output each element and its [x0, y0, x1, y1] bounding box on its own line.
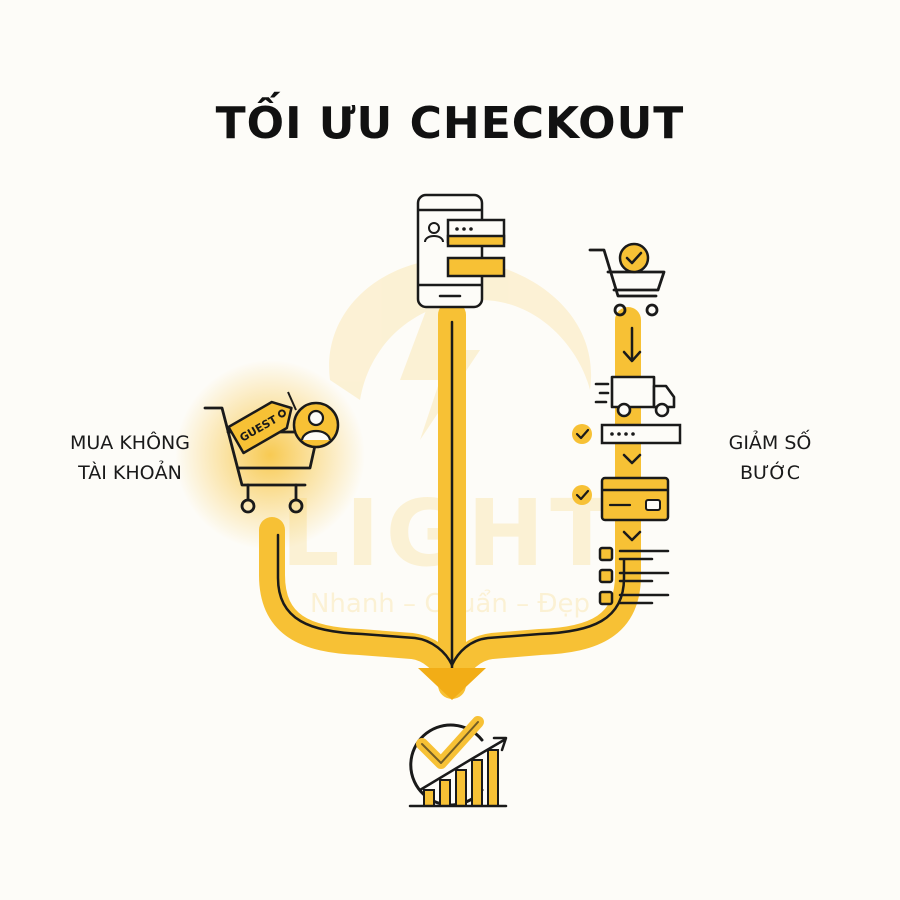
- watermark-logo-icon: [329, 258, 592, 400]
- flow-right-line: [450, 558, 626, 667]
- reduce-steps-label: GIẢM SỐ BƯỚC: [700, 428, 840, 488]
- arrow-down-icon: [622, 326, 642, 363]
- chevron-down-icon: [622, 453, 642, 465]
- flow-arrowhead: [418, 668, 486, 700]
- guest-checkout-label: MUA KHÔNG TÀI KHOẢN: [40, 428, 220, 488]
- guest-label-line2: TÀI KHOẢN: [78, 462, 182, 484]
- password-step-icon: [572, 423, 682, 445]
- payment-card-icon: [572, 476, 670, 522]
- guest-label-line1: MUA KHÔNG: [70, 432, 190, 454]
- page-title: TỐI ƯU CHECKOUT: [215, 98, 685, 149]
- user-avatar-icon: [292, 401, 340, 449]
- chevron-down-icon: [622, 530, 642, 542]
- guest-tag-icon: GUEST: [227, 391, 297, 455]
- cart-check-badge-icon: [618, 242, 650, 274]
- flow-paths: [259, 301, 641, 699]
- success-growth-icon: [408, 716, 508, 808]
- delivery-truck-icon: [594, 375, 676, 418]
- flow-right: [439, 307, 641, 693]
- mobile-form-icon: [416, 193, 506, 309]
- checklist-icon: [598, 546, 670, 606]
- flow-left-line: [276, 533, 454, 667]
- steps-label-line1: GIẢM SỐ: [728, 432, 812, 454]
- steps-label-line2: BƯỚC: [740, 462, 800, 484]
